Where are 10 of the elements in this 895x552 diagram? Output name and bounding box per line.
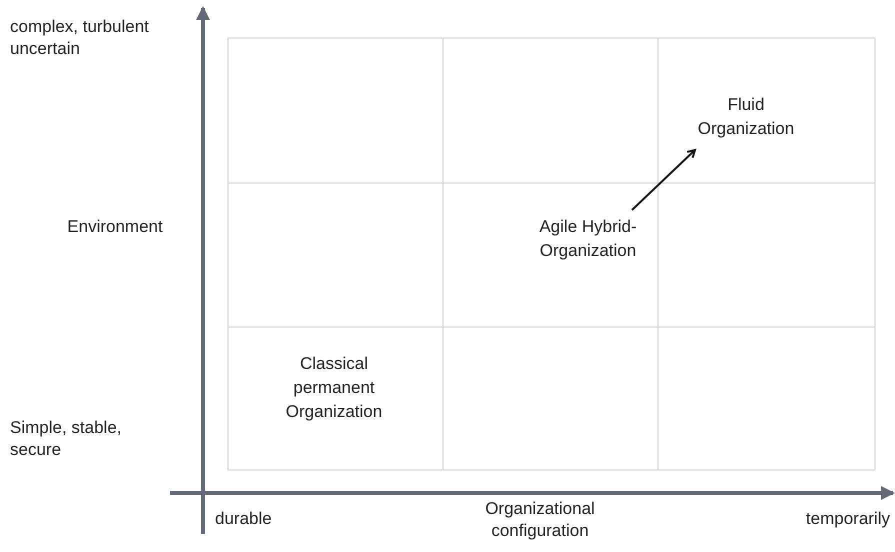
axis-title: Environment xyxy=(66,216,164,238)
axis-label: durable xyxy=(215,508,273,530)
axis-label: temporarily xyxy=(804,508,890,530)
quadrant-label: Fluid Organization xyxy=(696,94,796,140)
axis-label: complex, turbulent uncertain xyxy=(10,16,150,60)
quadrant-label: Agile Hybrid-Organization xyxy=(538,216,638,262)
axis-label: Simple, stable, secure xyxy=(10,417,122,461)
quadrant-label: Classical permanent Organization xyxy=(284,353,384,423)
axis-title: Organizational configuration xyxy=(484,498,596,542)
arrow xyxy=(631,149,696,211)
